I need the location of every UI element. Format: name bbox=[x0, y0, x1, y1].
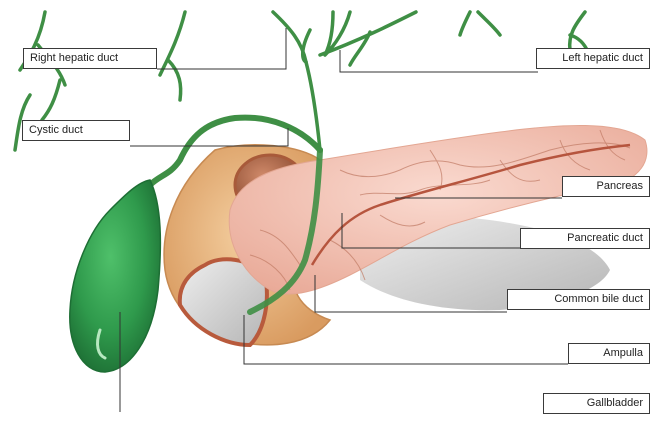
label-pancreas: Pancreas bbox=[562, 176, 650, 197]
label-left-hepatic-duct: Left hepatic duct bbox=[536, 48, 650, 69]
leader-left-hepatic bbox=[340, 50, 538, 72]
label-right-hepatic-duct: Right hepatic duct bbox=[23, 48, 157, 69]
label-ampulla: Ampulla bbox=[568, 343, 650, 364]
leader-cystic bbox=[130, 128, 288, 146]
label-pancreatic-duct: Pancreatic duct bbox=[520, 228, 650, 249]
label-common-bile-duct: Common bile duct bbox=[507, 289, 650, 310]
label-cystic-duct: Cystic duct bbox=[22, 120, 130, 141]
gallbladder-organ bbox=[70, 180, 161, 372]
label-gallbladder: Gallbladder bbox=[543, 393, 650, 414]
